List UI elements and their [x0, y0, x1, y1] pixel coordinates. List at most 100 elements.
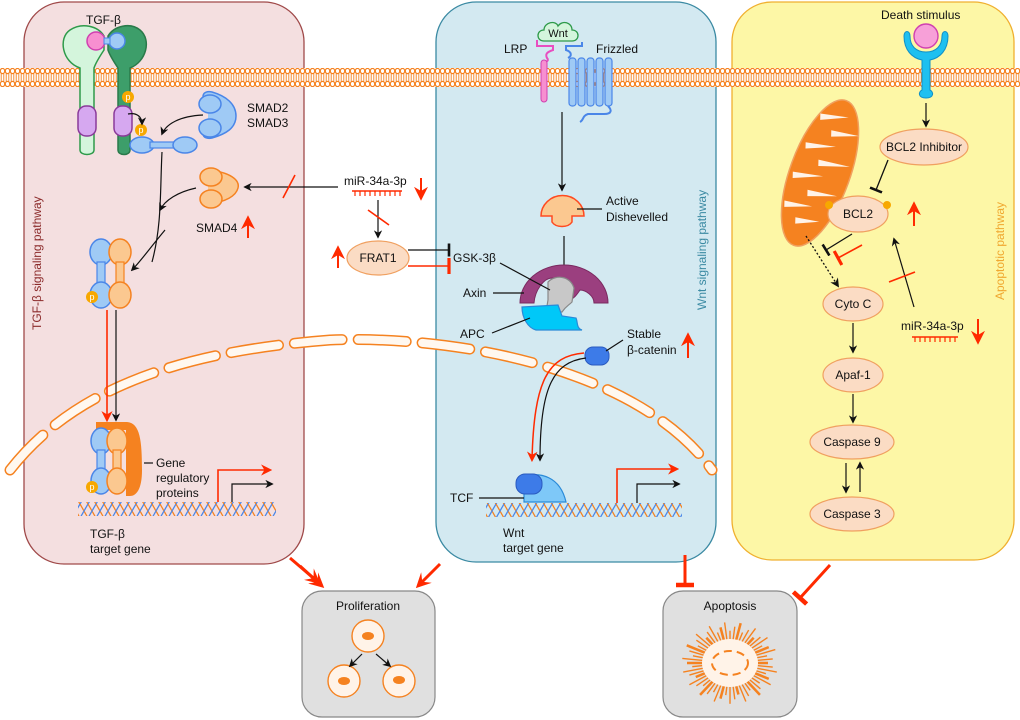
- apoptotic-spike: [719, 627, 726, 642]
- catenin-nuclear-arrow-red: [526, 352, 585, 463]
- mirna-label: miR-34a-3p: [344, 174, 407, 188]
- wnt-transcription-arrow-red: [616, 463, 680, 503]
- catenin-nuclear-arrow: [535, 357, 587, 462]
- svg-text:proteins: proteins: [156, 486, 199, 500]
- blocked-slash-icon: [367, 209, 390, 226]
- svg-text:Proliferation: Proliferation: [336, 599, 400, 613]
- destruction-complex: [519, 264, 609, 331]
- apoptotic-cell-body: [702, 639, 758, 687]
- smad23-label: SMAD2: [247, 101, 289, 115]
- apoptotic-spike: [743, 628, 757, 645]
- tgf-ligand-pink: [86, 31, 106, 51]
- apoptotic-spike: [752, 645, 770, 655]
- tcf-complex: [515, 473, 567, 503]
- tgf-receptor-type1: [107, 24, 148, 156]
- apoptotic-spike: [695, 633, 713, 648]
- apoptotic-spike: [755, 667, 777, 673]
- svg-text:target gene: target gene: [90, 542, 151, 556]
- beta-catenin-label: Stable: [627, 327, 661, 341]
- apoptotic-spike: [747, 636, 761, 648]
- wnt-target-gene-label: Wnt: [503, 526, 525, 540]
- apoptotic-spike: [708, 625, 720, 644]
- svg-text:p: p: [89, 292, 94, 302]
- svg-text:Dishevelled: Dishevelled: [606, 210, 668, 224]
- inhibitor-blocks-bcl2: [869, 159, 889, 194]
- tgf-ligand-label: TGF-β: [86, 13, 121, 27]
- bcl2-blocks-cytoc-red: [832, 244, 863, 266]
- smad23-icon: [198, 90, 237, 140]
- apop-mirna-label: miR-34a-3p: [901, 319, 964, 333]
- wnt-pathway-label: Wnt signaling pathway: [695, 190, 709, 310]
- kinase-domain-left: [77, 105, 97, 137]
- tgf-promotes-proliferation-2: [298, 564, 325, 589]
- smad23-phosphorylated: [129, 136, 198, 154]
- dishevelled-label: Active: [606, 194, 639, 208]
- apoptotic-spike: [745, 679, 761, 696]
- apoptotic-spike: [689, 674, 709, 686]
- apoptotic-spike: [755, 658, 773, 662]
- death-stimulus-label: Death stimulus: [881, 8, 960, 22]
- svg-text:BCL2 Inhibitor: BCL2 Inhibitor: [886, 140, 962, 154]
- svg-text:p: p: [125, 92, 130, 102]
- apoptotic-spike: [734, 622, 742, 642]
- apoptotic-spike: [683, 667, 705, 673]
- transcription-arrow: [231, 479, 274, 502]
- svg-text:regulatory: regulatory: [156, 471, 209, 485]
- apoptotic-spike: [723, 622, 728, 642]
- smad23-label-2: SMAD3: [247, 116, 289, 130]
- death-receptor-icon: [903, 23, 949, 99]
- svg-text:p: p: [89, 482, 94, 492]
- wnt-target-dna: [486, 503, 682, 517]
- kinase-domain-right: [113, 105, 133, 137]
- beta-catenin-icon: [584, 346, 610, 366]
- gene-regulatory-complex: [86, 422, 142, 496]
- svg-text:Cyto C: Cyto C: [835, 297, 872, 311]
- tgf-target-gene-label: TGF-β: [90, 527, 125, 541]
- apoptotic-spike: [689, 650, 706, 657]
- svg-text:Caspase 9: Caspase 9: [823, 435, 881, 449]
- phospho-icon: [135, 124, 147, 136]
- apoptotic-spike: [740, 682, 750, 697]
- apoptotic-spike: [752, 671, 770, 681]
- apoptotic-spike: [695, 676, 711, 687]
- apoptotic-cell-icon: [682, 622, 777, 704]
- apoptotic-spike: [754, 648, 776, 657]
- apoptotic-spike: [706, 631, 717, 645]
- svg-text:β-catenin: β-catenin: [627, 343, 677, 357]
- apoptotic-spike: [732, 626, 736, 642]
- apoptotic-spike: [695, 639, 711, 650]
- apoptotic-spike: [706, 681, 717, 695]
- tgf-pathway-label: TGF-β signaling pathway: [30, 196, 44, 330]
- blocked-slash-icon: [282, 174, 296, 199]
- svg-text:Apaf-1: Apaf-1: [835, 368, 871, 382]
- apop-pathway-to-apoptosis: [791, 563, 832, 606]
- gene-regulatory-label: Gene: [156, 456, 186, 470]
- bcl2-node: BCL2: [825, 195, 891, 233]
- svg-text:FRAT1: FRAT1: [359, 251, 396, 265]
- apoptotic-spike: [749, 636, 768, 650]
- tgf-target-dna: [78, 502, 276, 516]
- wnt-promotes-proliferation: [415, 562, 442, 589]
- apoptosis-box: Apoptosis: [662, 590, 798, 718]
- wnt-transcription-arrow: [636, 479, 681, 503]
- axin-label: Axin: [463, 286, 486, 300]
- lrp-receptor: [536, 40, 554, 103]
- apc-label: APC: [460, 327, 485, 341]
- fragmented-nucleus: [711, 650, 749, 676]
- apoptotic-spike: [732, 684, 736, 700]
- transcription-arrow-red: [217, 464, 273, 502]
- frizzled-label: Frizzled: [596, 42, 638, 56]
- apoptotic-spike: [719, 684, 726, 699]
- frizzled-receptor: [565, 42, 613, 123]
- svg-text:Wnt: Wnt: [548, 28, 568, 40]
- svg-text:Apoptosis: Apoptosis: [704, 599, 757, 613]
- tcf-label: TCF: [450, 491, 473, 505]
- apoptotic-spike: [747, 678, 761, 690]
- svg-text:target gene: target gene: [503, 541, 564, 555]
- cytoc-release-arrow: [805, 235, 839, 288]
- apoptotic-spike: [737, 683, 747, 702]
- caspase9-node: Caspase 9: [809, 424, 895, 460]
- tgf-ligand-blue: [108, 32, 126, 50]
- apoptotic-spike: [689, 669, 706, 676]
